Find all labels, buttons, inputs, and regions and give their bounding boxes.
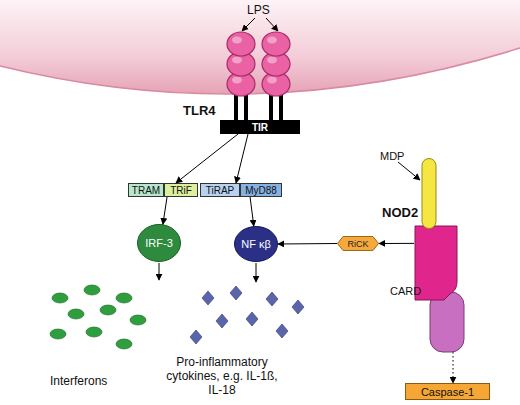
output-arrow bbox=[256, 263, 257, 282]
interferon-molecule bbox=[100, 305, 116, 315]
ellipse-outline bbox=[235, 227, 278, 262]
interferon-molecules bbox=[50, 285, 146, 349]
rect-outline bbox=[201, 184, 240, 197]
adaptor-box: TiRAP bbox=[200, 183, 240, 197]
node-label: TRAM bbox=[128, 183, 164, 197]
nucleotide-binding-domain bbox=[415, 226, 457, 300]
rect-outline bbox=[406, 384, 490, 400]
interferon-molecule bbox=[50, 329, 66, 339]
adaptor-box: MyD88 bbox=[240, 183, 282, 197]
cytokine-molecule bbox=[292, 300, 304, 314]
node-label: IRF-3 bbox=[137, 224, 181, 262]
ligand-label: MDP bbox=[380, 150, 404, 162]
card-domain bbox=[430, 292, 464, 352]
node-label: RiCK bbox=[337, 236, 379, 251]
node-label: TIR bbox=[220, 120, 300, 134]
arrow-connector bbox=[379, 243, 414, 244]
adaptor-box: TRAM bbox=[128, 183, 164, 197]
adaptor-box: TRiF bbox=[164, 183, 198, 197]
cytokine-molecule bbox=[216, 314, 228, 328]
ellipse-outline bbox=[138, 225, 181, 262]
ligand-label: LPS bbox=[247, 3, 270, 17]
receptor-lobe bbox=[262, 32, 290, 56]
node-label: TiRAP bbox=[200, 183, 240, 197]
rect-outline bbox=[221, 121, 300, 134]
cell-membrane bbox=[0, 0, 520, 94]
cytokine-molecule bbox=[246, 312, 258, 326]
nod2-receptor: NOD2CARD bbox=[414, 158, 464, 352]
arrow-connector bbox=[250, 197, 254, 226]
cytokine-molecule bbox=[276, 324, 288, 338]
caspase-box: Caspase-1 bbox=[405, 383, 490, 400]
receptor-lobe bbox=[227, 32, 255, 56]
transcription-factor: NF κβ bbox=[234, 226, 278, 262]
arrow-connector bbox=[453, 352, 454, 383]
node-label: TRiF bbox=[164, 183, 198, 197]
receptor-highlight bbox=[267, 57, 277, 64]
membrane-edge bbox=[0, 48, 520, 94]
leucine-rich-repeat bbox=[422, 159, 436, 229]
ligand-arrow bbox=[398, 162, 420, 180]
product-label: Pro-inflammatory cytokines, e.g. IL-1ß, … bbox=[162, 355, 282, 397]
tir-domain-box: TIR bbox=[220, 120, 300, 134]
interferon-molecule bbox=[84, 285, 100, 295]
interferon-molecule bbox=[116, 293, 132, 303]
node-label: Caspase-1 bbox=[405, 383, 490, 400]
cytokine-molecule bbox=[230, 286, 242, 300]
ligand-arrow bbox=[266, 18, 278, 31]
receptor-dimer: TLR4TIR bbox=[180, 25, 310, 137]
interferon-molecule bbox=[68, 309, 84, 319]
node-label: MyD88 bbox=[240, 183, 282, 197]
arrow-connector bbox=[163, 197, 167, 224]
nod2-receptor-outline bbox=[414, 158, 464, 352]
node-label: CARD bbox=[390, 285, 421, 297]
cytokine-molecule bbox=[190, 330, 202, 344]
cytokine-molecule bbox=[202, 291, 214, 305]
node-label: TLR4 bbox=[183, 103, 216, 118]
receptor-highlight bbox=[232, 37, 242, 44]
interferon-molecule bbox=[86, 327, 102, 337]
output-arrow bbox=[159, 263, 160, 280]
ligand-arrow bbox=[242, 18, 255, 31]
interferon-molecule bbox=[52, 293, 68, 303]
rect-outline bbox=[241, 184, 282, 197]
receptor-highlight bbox=[232, 77, 242, 84]
cytokine-molecules bbox=[190, 286, 304, 344]
rect-outline bbox=[165, 184, 198, 197]
interferon-molecule bbox=[130, 315, 146, 325]
product-label: Interferons bbox=[50, 374, 107, 388]
receptor-highlight bbox=[267, 37, 277, 44]
arrow-connector bbox=[176, 134, 238, 183]
cytokine-molecule bbox=[266, 292, 278, 306]
node-label: NOD2 bbox=[382, 205, 418, 220]
arrow-connector bbox=[278, 243, 337, 245]
rect-outline bbox=[129, 184, 164, 197]
node-label: NF κβ bbox=[234, 226, 278, 262]
arrow-connector bbox=[236, 134, 248, 183]
receptor-highlight bbox=[232, 57, 242, 64]
kinase-hexagon: RiCK bbox=[337, 236, 379, 251]
interferon-molecule bbox=[116, 339, 132, 349]
hexagon-outline bbox=[338, 237, 379, 251]
receptor-highlight bbox=[267, 77, 277, 84]
transcription-factor: IRF-3 bbox=[137, 224, 181, 262]
